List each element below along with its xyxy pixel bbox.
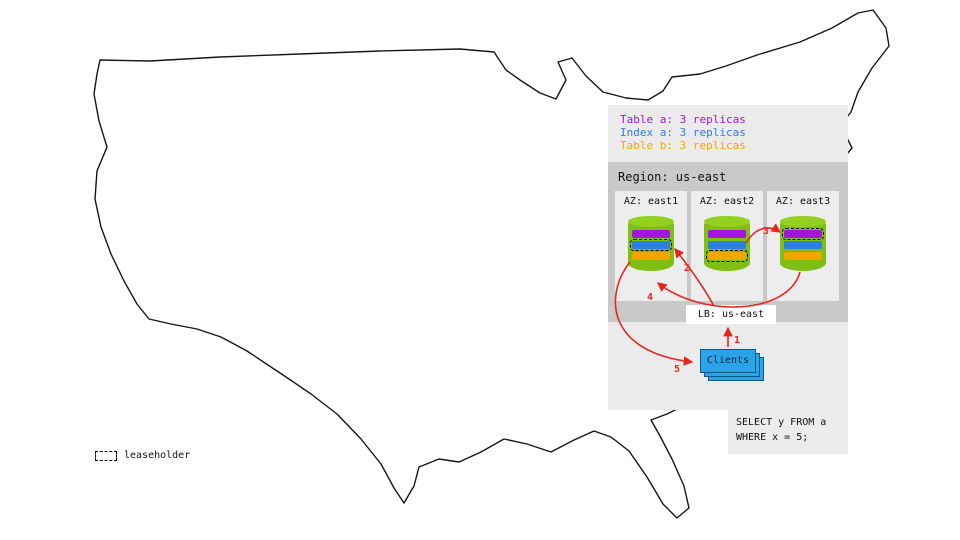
leaseholder-swatch-icon xyxy=(95,450,117,461)
region-title: Region: us-east xyxy=(618,170,727,184)
database-cylinder-east1 xyxy=(628,216,674,271)
leaseholder-key-label: leaseholder xyxy=(124,450,191,461)
legend-table-a: Table a: 3 replicas xyxy=(620,113,746,126)
replica-bar-table-b xyxy=(632,252,670,260)
az-east3-label: AZ: east3 xyxy=(775,196,831,207)
clients-box: Clients xyxy=(700,349,756,373)
az-east3: AZ: east3 xyxy=(767,191,839,301)
database-cylinder-east3 xyxy=(780,216,826,271)
database-cylinder-east2 xyxy=(704,216,750,271)
region-box: Region: us-east AZ: east1 AZ: east2 xyxy=(608,162,848,322)
replica-bar-index-a xyxy=(708,241,746,249)
clients-stack: Clients xyxy=(700,349,766,383)
replica-bar-index-a xyxy=(630,239,672,251)
sql-line-1: SELECT y FROM a xyxy=(736,417,827,428)
az-row: AZ: east1 AZ: east2 AZ: east3 xyxy=(608,191,848,301)
legend-index-a: Index a: 3 replicas xyxy=(620,126,746,139)
replica-legend: Table a: 3 replicas Index a: 3 replicas … xyxy=(608,105,848,156)
az-east1: AZ: east1 xyxy=(615,191,687,301)
az-east2-label: AZ: east2 xyxy=(699,196,755,207)
topology-panel: Table a: 3 replicas Index a: 3 replicas … xyxy=(608,105,848,410)
replica-bar-table-b xyxy=(784,252,822,260)
leaseholder-key: leaseholder xyxy=(95,450,190,461)
replica-bar-index-a xyxy=(784,241,822,249)
az-east2: AZ: east2 xyxy=(691,191,763,301)
replica-bar-table-b xyxy=(706,250,748,262)
az-east1-label: AZ: east1 xyxy=(623,196,679,207)
load-balancer: LB: us-east xyxy=(686,305,776,324)
legend-table-b: Table b: 3 replicas xyxy=(620,139,746,152)
sql-line-2: WHERE x = 5; xyxy=(736,432,809,443)
replica-bar-table-a xyxy=(782,228,824,240)
sql-query-box: SELECT y FROM a WHERE x = 5; xyxy=(728,408,848,454)
replica-bar-table-a xyxy=(632,230,670,238)
replica-bar-table-a xyxy=(708,230,746,238)
